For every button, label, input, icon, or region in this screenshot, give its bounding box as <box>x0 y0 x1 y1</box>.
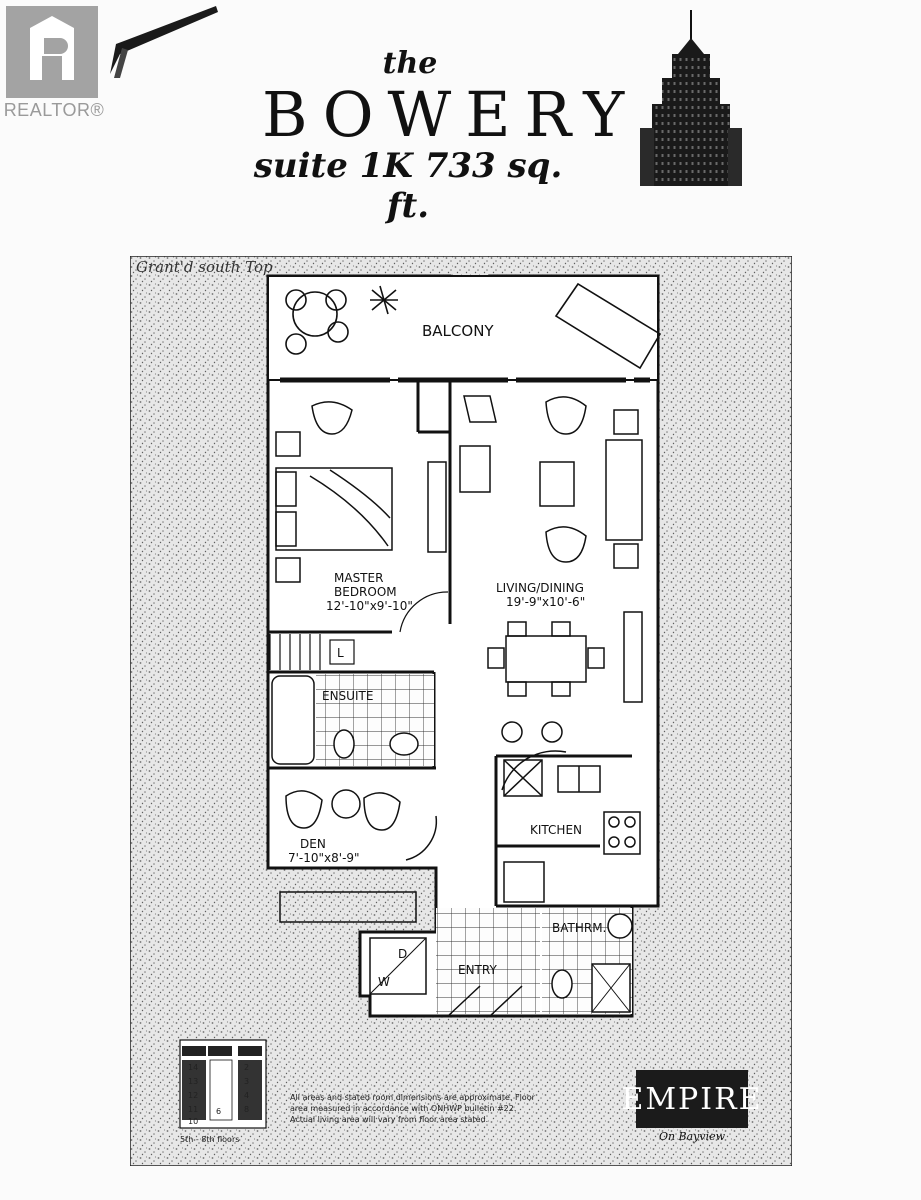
developer-logo: EMPIRE <box>621 1070 761 1128</box>
svg-text:13: 13 <box>188 1077 198 1086</box>
realtor-logo <box>6 6 98 98</box>
entry-label: ENTRY <box>458 963 497 977</box>
disclaimer: All areas and stated room dimensions are… <box>290 1093 536 1124</box>
svg-text:4: 4 <box>244 1091 249 1100</box>
svg-text:12: 12 <box>188 1091 198 1100</box>
svg-text:15: 15 <box>188 1047 198 1056</box>
stool-icon <box>541 721 563 743</box>
svg-text:All areas and stated room dime: All areas and stated room dimensions are… <box>290 1093 536 1102</box>
svg-text:10: 10 <box>188 1117 198 1126</box>
svg-text:area measured in accordance wi: area measured in accordance with ONHWP b… <box>290 1104 516 1113</box>
svg-text:14: 14 <box>188 1063 198 1072</box>
svg-text:Actual living area will vary f: Actual living area will vary from floor … <box>290 1115 488 1124</box>
bed-icon <box>275 467 393 551</box>
living-dining: LIVING/DINING 19'-9"x10'-6" <box>459 395 643 791</box>
svg-text:11: 11 <box>188 1105 198 1114</box>
bathtub-icon <box>271 675 315 765</box>
chair-icon <box>363 792 401 831</box>
toilet-icon <box>551 969 573 999</box>
master-bedroom-dimensions: 12'-10"x9'-10" <box>326 599 413 613</box>
svg-text:DEN: DEN <box>300 837 326 851</box>
washer-label: W <box>378 975 390 989</box>
svg-text:1: 1 <box>242 1047 247 1056</box>
balcony-label: BALCONY <box>422 322 494 340</box>
side-table-icon <box>613 409 639 435</box>
svg-text:8: 8 <box>244 1105 249 1114</box>
svg-text:3: 3 <box>244 1077 249 1086</box>
chair-icon <box>311 401 353 435</box>
entry-tile <box>436 908 540 1014</box>
closet <box>269 634 355 670</box>
balcony-furniture <box>285 282 662 370</box>
ensuite-tile <box>316 674 434 766</box>
door-swing <box>399 591 449 633</box>
ensuite-label: ENSUITE <box>322 689 373 703</box>
sink-icon <box>389 732 419 756</box>
kitchen-label: KITCHEN <box>530 823 582 837</box>
title-article: the <box>382 46 438 81</box>
building-name: BOWERY <box>262 78 639 151</box>
suite-size: suite 1K 733 sq. ft. <box>253 146 563 226</box>
floor-plan: BALCONY MASTER BEDROOM 12'-10"x9'-10" <box>130 256 792 1166</box>
door-swing <box>405 815 438 861</box>
linen-closet-label: L <box>337 646 344 660</box>
svg-text:MASTER: MASTER <box>334 571 383 585</box>
kitchen <box>503 759 641 903</box>
living-dining-dimensions: 19'-9"x10'-6" <box>506 595 585 609</box>
svg-text:BEDROOM: BEDROOM <box>334 585 397 599</box>
svg-text:16: 16 <box>214 1047 224 1056</box>
svg-text:2: 2 <box>244 1063 249 1072</box>
keyplan: 15 14 16 1 2 3 13 12 4 11 10 8 6 5th - 8… <box>179 1039 267 1144</box>
toilet-icon <box>333 729 355 759</box>
door-swing <box>501 750 567 791</box>
buffet-icon <box>623 611 643 703</box>
developer-tagline: On Bayview <box>658 1130 726 1143</box>
desk-icon <box>279 891 417 923</box>
entry-door-swing <box>447 985 523 1017</box>
scan-corner-mark <box>110 6 218 78</box>
chair-icon <box>285 790 323 829</box>
nightstand-icon <box>275 557 301 583</box>
side-table-icon <box>331 789 361 819</box>
bathroom-label: BATHRM. <box>552 921 606 935</box>
svg-text:LIVING/DINING: LIVING/DINING <box>496 581 584 595</box>
armchair-icon <box>459 445 491 493</box>
handwritten-note: Grant'd south Top <box>136 258 273 276</box>
chair-icon <box>545 526 587 563</box>
coffee-table-icon <box>539 461 575 507</box>
tower-illustration <box>640 10 742 186</box>
stove-icon <box>603 811 641 855</box>
stool-icon <box>501 721 523 743</box>
chair-icon <box>545 396 587 435</box>
den-dimensions: 7'-10"x8'-9" <box>288 851 360 865</box>
dryer-label: D <box>398 947 407 961</box>
keyplan-caption: 5th - 8th floors <box>180 1135 239 1144</box>
nightstand-icon <box>275 431 301 457</box>
dining-table-icon <box>505 635 587 683</box>
den: DEN 7'-10"x8'-9" <box>279 789 438 923</box>
side-table-icon <box>613 543 639 569</box>
master-bedroom: MASTER BEDROOM 12'-10"x9'-10" <box>275 401 449 633</box>
fridge-icon <box>503 861 545 903</box>
dresser-icon <box>427 461 447 553</box>
sink-icon <box>607 913 633 939</box>
realtor-logo-label: REALTOR® <box>3 100 105 120</box>
svg-text:6: 6 <box>216 1107 221 1116</box>
sofa-icon <box>605 439 643 541</box>
chair-icon <box>463 395 497 423</box>
